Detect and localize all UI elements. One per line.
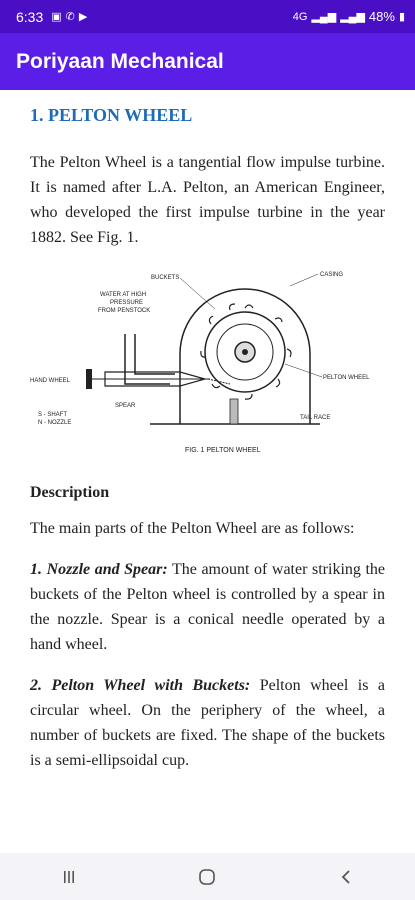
- signal-icon-2: ▂▄▆: [340, 11, 365, 23]
- label-penstock: FROM PENSTOCK: [98, 308, 150, 314]
- label-pressure: PRESSURE: [110, 300, 143, 306]
- recents-icon: [64, 870, 75, 883]
- youtube-icon: ▶: [78, 11, 88, 23]
- pelton-wheel-figure: BUCKETS CASING WATER AT HIGH PRESSURE FR…: [30, 264, 385, 464]
- label-spear: SPEAR: [115, 403, 136, 409]
- article-content[interactable]: 1. PELTON WHEEL The Pelton Wheel is a ta…: [0, 90, 415, 853]
- item1-term: 1. Nozzle and Spear:: [30, 561, 168, 578]
- label-tail-race: TAIL RACE: [300, 415, 330, 421]
- label-casing: CASING: [320, 272, 343, 278]
- label-pelton-wheel: PELTON WHEEL: [323, 375, 370, 381]
- back-icon: [341, 869, 350, 884]
- label-water: WATER AT HIGH: [100, 292, 146, 298]
- battery-icon: ▮: [398, 11, 405, 23]
- item1-text: The amount of water striking the buckets…: [30, 561, 386, 653]
- pelton-wheel-diagram: BUCKETS CASING WATER AT HIGH PRESSURE FR…: [30, 272, 370, 454]
- home-button[interactable]: [177, 857, 237, 897]
- home-icon: [199, 868, 216, 885]
- signal-icon: ▂▄▆: [311, 11, 337, 23]
- label-hand-wheel: HAND WHEEL: [30, 378, 71, 384]
- item-pelton-buckets: 2. Pelton Wheel with Buckets: Pelton whe…: [30, 673, 385, 773]
- back-button[interactable]: [316, 857, 376, 897]
- gallery-icon: ▣: [51, 11, 62, 23]
- description-heading: Description: [30, 484, 110, 501]
- figure-caption: FIG. 1 PELTON WHEEL: [185, 447, 261, 454]
- item2-term: 2. Pelton Wheel with Buckets:: [30, 677, 251, 694]
- label-shaft: S - SHAFT: [38, 412, 67, 418]
- app-title: Poriyaan Mechanical: [16, 49, 224, 73]
- label-nozzle: N - NOZZLE: [38, 420, 71, 426]
- description-intro: The main parts of the Pelton Wheel are a…: [30, 520, 355, 537]
- battery-percent: 48%: [368, 9, 395, 24]
- network-label: 4G: [292, 10, 308, 23]
- call-icon: ✆: [65, 11, 75, 23]
- label-buckets: BUCKETS: [151, 275, 179, 281]
- item2-text: Pelton wheel is a circular wheel. On the…: [30, 677, 385, 769]
- recents-button[interactable]: [39, 857, 99, 897]
- app-bar: Poriyaan Mechanical: [0, 33, 415, 90]
- system-nav-bar: [0, 853, 415, 900]
- status-time: 6:33: [16, 8, 44, 25]
- intro-paragraph: The Pelton Wheel is a tangential flow im…: [30, 154, 385, 246]
- item-nozzle-spear: 1. Nozzle and Spear: The amount of water…: [30, 557, 385, 657]
- status-bar: 6:33 ▣ ✆ ▶ 4G ▂▄▆ ▂▄▆ 48% ▮: [0, 0, 415, 33]
- article-heading: 1. PELTON WHEEL: [30, 105, 193, 125]
